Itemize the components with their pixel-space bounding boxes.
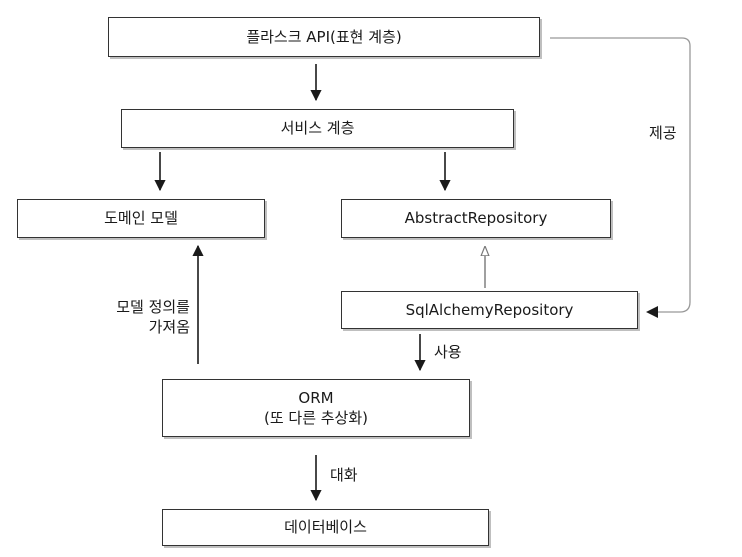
provides-label: 제공 <box>649 124 677 142</box>
orm-node: ORM (또 다른 추상화) <box>162 379 470 437</box>
orm-label-line1: ORM <box>298 388 334 407</box>
domain-model-label: 도메인 모델 <box>104 209 178 228</box>
connector-provides <box>550 37 691 313</box>
sqlalchemy-repository-label: SqlAlchemyRepository <box>405 300 574 319</box>
flask-api-label: 플라스크 API(표현 계층) <box>246 27 402 46</box>
database-node: 데이터베이스 <box>162 509 489 546</box>
flask-api-node: 플라스크 API(표현 계층) <box>108 17 540 57</box>
import-model-label: 모델 정의를 가져옴 <box>80 297 190 338</box>
connector-provides-arrowhead <box>646 306 658 318</box>
talks-to-label: 대화 <box>330 466 358 484</box>
service-layer-node: 서비스 계층 <box>121 109 514 148</box>
service-layer-label: 서비스 계층 <box>280 119 355 138</box>
abstract-repository-node: AbstractRepository <box>341 199 611 238</box>
import-model-label-line1: 모델 정의를 <box>116 298 190 316</box>
domain-model-node: 도메인 모델 <box>17 199 265 238</box>
orm-label-line2: (또 다른 추상화) <box>263 409 369 427</box>
database-label: 데이터베이스 <box>284 518 367 537</box>
import-model-label-line2: 가져옴 <box>148 318 190 337</box>
abstract-repository-label: AbstractRepository <box>404 209 548 228</box>
sqlalchemy-repository-node: SqlAlchemyRepository <box>341 291 638 329</box>
uses-label: 사용 <box>434 343 462 361</box>
